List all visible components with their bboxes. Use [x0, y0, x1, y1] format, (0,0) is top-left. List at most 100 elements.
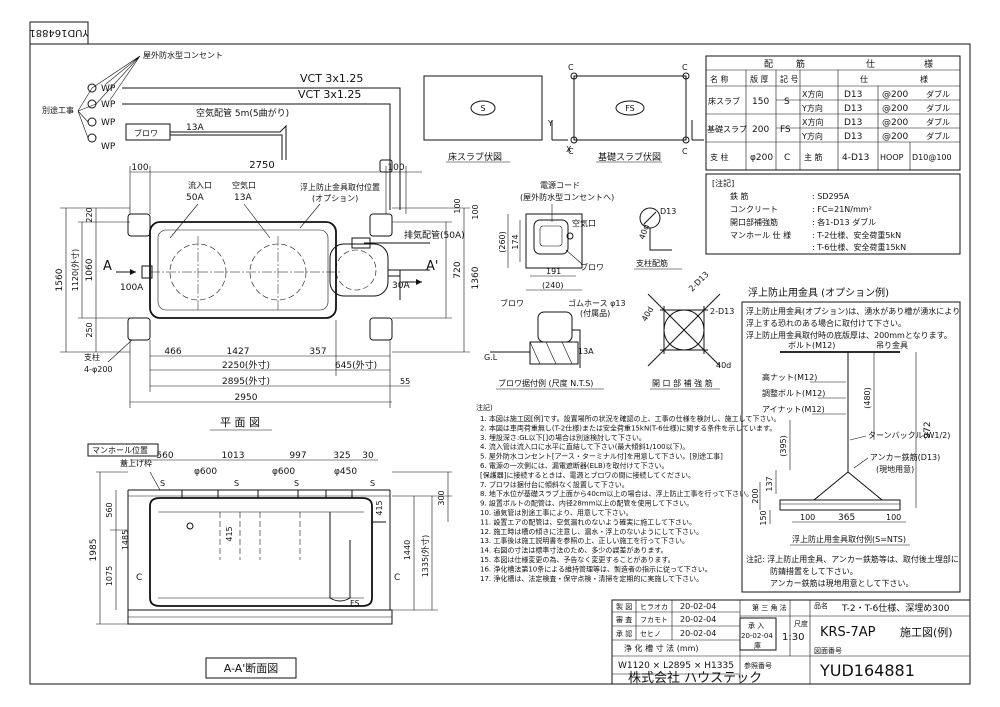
air-outlet-label: 空気口 [572, 218, 596, 228]
note-key: 開口部補強筋 [730, 217, 778, 227]
row-spec: D13 [844, 90, 862, 100]
section-view: マンホール位置 蓋上げ枠 560 1013 997 325 30 φ600 φ6… [87, 443, 452, 679]
dim-100-right: 100 [387, 163, 404, 173]
floor-slab-rect [423, 75, 543, 141]
row-dir: Y方向 [801, 131, 823, 141]
row-spec: D13 [844, 104, 862, 114]
tank-section-body [149, 497, 373, 607]
blower-chamber [329, 243, 389, 297]
blower-label: ブロワ [580, 262, 604, 272]
post-row-size: φ200 [750, 153, 773, 163]
dim-2950: 2950 [235, 393, 258, 403]
x-axis-label: X [566, 145, 572, 154]
outlet-30a-label: 30A [392, 281, 410, 291]
tb-stamp-bottom: 庫 [754, 641, 761, 650]
c-mark-section: C [394, 573, 400, 583]
dim-250: 250 [85, 322, 94, 337]
dim-174: 174 [511, 234, 520, 249]
phi450: φ450 [334, 467, 357, 477]
floor-slab-mark: S [480, 104, 485, 113]
general-note-line: 14. 右図の寸法は標準寸法のため、多少の誤差があります。 [480, 546, 668, 555]
hook-label: 吊り金具 [876, 340, 908, 350]
general-note-line: 16. 浄化槽法第10条による維持管理等は、製造者の指示に従って下さい。 [480, 564, 712, 573]
float-position-label: 浮上防止金具取付位置 [300, 182, 380, 192]
tb-check-date: 20-02-04 [680, 615, 716, 624]
eye-nut-label: アイナット(M12) [762, 405, 825, 414]
floor-slab-title: 床スラブ伏図 [448, 151, 502, 163]
dim-997: 997 [289, 451, 306, 461]
table-title: 様 [924, 58, 933, 70]
dim-480: (480) [863, 387, 872, 409]
outlet-note: (屋外防水型コンセントへ) [520, 192, 614, 202]
separate-work-label: 別途工事 [42, 105, 74, 115]
dim-1075: 1075 [105, 566, 114, 586]
dim-150: 150 [759, 510, 768, 525]
dim-2750: 2750 [249, 160, 274, 171]
dim-30: 30 [362, 451, 374, 461]
note-value: : T-2仕様、安全荷重5kN [812, 230, 901, 240]
general-note-line: 5. 屋外防水コンセント[アース・ターミナル付]を用意して下さい。[別途工事] [480, 452, 723, 461]
float-note: 注記: 浮上防止用金具、アンカー鉄筋等は、取付後土埋部に [746, 554, 959, 564]
c-mark: C [568, 63, 574, 72]
anchor-label: アンカー鉄筋(D13) [870, 452, 940, 462]
c-mark: C [682, 63, 688, 72]
pipe-13a-blower: 13A [578, 347, 594, 356]
bolt-label: ボルト(M12) [788, 341, 835, 350]
table-title: 配 [764, 59, 773, 70]
plan-view-title: 平 面 図 [220, 416, 260, 429]
row-type: ダブル [926, 103, 950, 113]
row-spec: D13 [844, 132, 862, 142]
dim-100-left: 100 [131, 163, 148, 173]
float-desc: 浮上する恐れのある場合に取付けて下さい。 [746, 318, 906, 328]
general-note-line: 4. 流入管は流入口に水平に直結して下さい(最大傾斜1/100以下)。 [480, 442, 689, 451]
blower-install-title: ブロワ据付例 (尺度 N.T.S) [498, 378, 593, 388]
dim-1120: 1120(外寸) [70, 249, 80, 292]
table-title: 仕 [866, 58, 875, 70]
post-spec: 4-φ200 [84, 365, 113, 374]
post-label: 支柱 [84, 352, 100, 362]
tb-spec-note: T-2・T-6仕様、深埋め300 [841, 602, 950, 614]
c-mark-section: C [136, 573, 142, 583]
table-title: 筋 [796, 58, 805, 70]
table-header: 仕 [860, 74, 868, 84]
opening-title: 開 口 部 補 強 筋 [652, 378, 713, 388]
wp-label: WP [101, 142, 116, 152]
tb-product-name: KRS-7AP [820, 625, 876, 640]
rebar-spec-table: 配 筋 仕 様 名 称 版 厚 記 号 仕 様 床スラブ 150 S X方向 Y… [705, 55, 961, 171]
dim-1360: 1360 [471, 266, 481, 289]
inlet-100a-label: 100A [120, 283, 144, 293]
dim-325: 325 [333, 451, 350, 461]
foundation-slab-rect [573, 75, 687, 141]
float-desc: 浮上防止用金具取付時の底版厚は、200mmとなります。 [746, 330, 952, 340]
section-a-marker: A [103, 259, 112, 274]
note-value: : FC=21N/mm² [812, 205, 872, 214]
float-desc: 浮上防止用金具(オプション)は、湧水があり槽が湧水により [746, 306, 960, 316]
dim-395: (395) [779, 435, 788, 457]
blower-label-2: ブロワ [500, 298, 524, 308]
note-value: : 各1-D13 ダブル [812, 217, 876, 227]
opening-40d-b: 40d [716, 361, 731, 370]
inlet-size: 50A [186, 193, 204, 203]
general-note-line: 10. 通気管は別途工事により、用意して下さい。 [480, 508, 633, 517]
table-header: 様 [920, 74, 928, 84]
air-release-label: 排気配管(50A) [404, 229, 465, 241]
tb-product-label: 品名 [814, 601, 828, 610]
row-pitch: @200 [882, 90, 908, 100]
tb-drawing-no-label: 図面番号 [814, 647, 842, 655]
float-prevention-box: 浮上防止用金具 (オプション例) 浮上防止用金具(オプション)は、湧水があり槽が… [741, 286, 961, 593]
dim-55: 55 [400, 377, 410, 386]
post-rebar-title: 支柱配筋 [636, 258, 668, 268]
air-pipe-label: 空気配管 5m(5曲がり) [196, 107, 289, 119]
row-pitch: @200 [882, 118, 908, 128]
post-row-hoop-spec: D10@100 [912, 153, 952, 162]
manhole-position-label: マンホール位置 [92, 445, 148, 455]
dim-200: 200 [751, 488, 760, 503]
s-mark: S [160, 479, 165, 488]
section-title: A-A'断面図 [224, 661, 279, 675]
dim-720: 720 [453, 261, 463, 278]
dim-100-rv: 100 [453, 198, 462, 213]
row-name: 基礎スラブ [707, 124, 747, 134]
foundation-slab-mark: FS [625, 104, 635, 113]
opening-40d-a: 40d [640, 305, 655, 323]
tb-scale-value: 1:30 [782, 632, 804, 643]
